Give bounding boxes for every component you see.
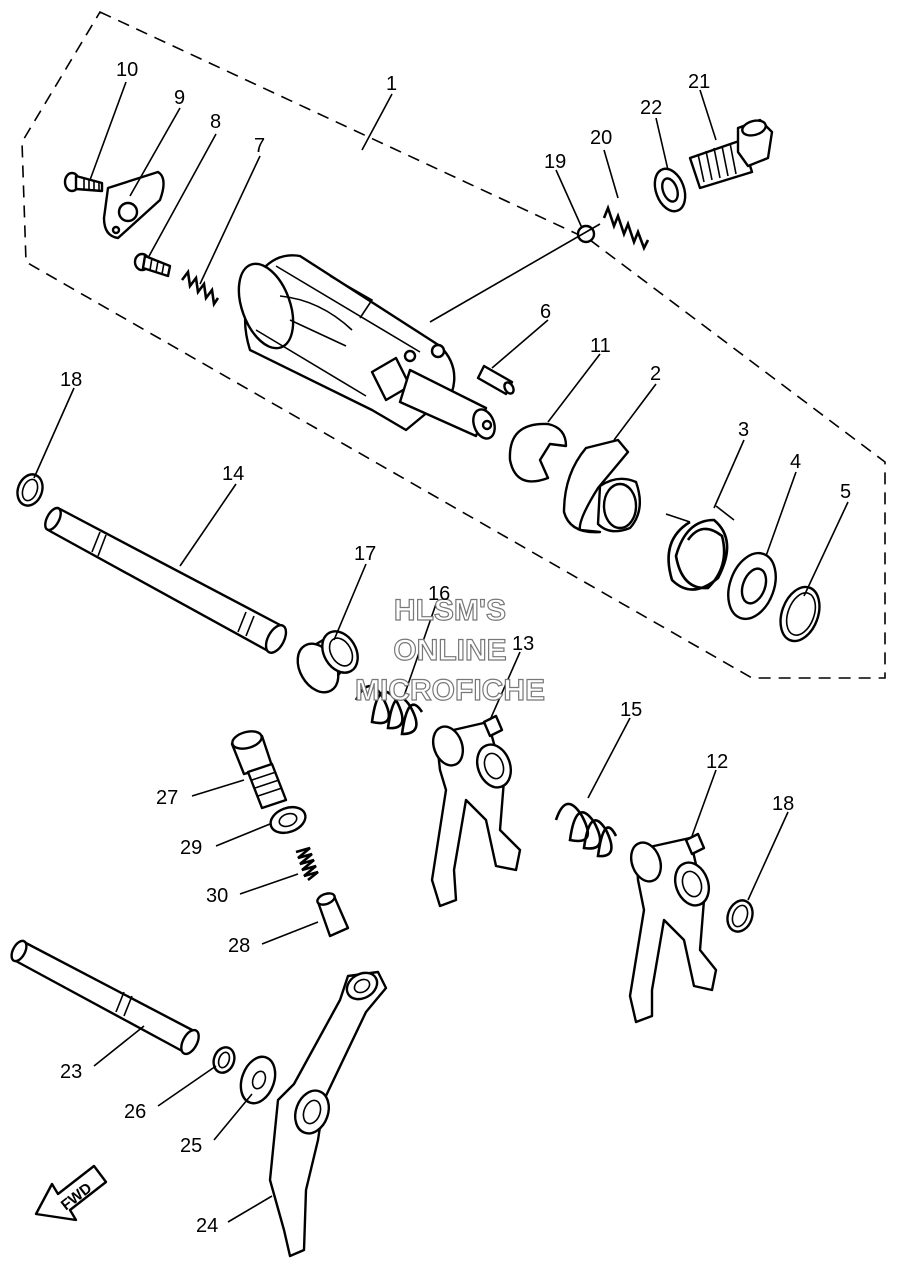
label-part-25: 25: [180, 1135, 202, 1157]
part-13-shift-fork: [430, 714, 522, 908]
part-1-shift-drum: [237, 254, 496, 440]
watermark-line-3: MICROFICHE: [355, 674, 545, 707]
part-15-spring: [554, 802, 618, 858]
label-part-2: 2: [650, 363, 661, 385]
part-6-pin: [476, 364, 515, 396]
part-24-shift-fork: [268, 970, 388, 1258]
label-part-13: 13: [512, 633, 534, 655]
part-22-washer: [653, 167, 687, 213]
label-part-22: 22: [640, 97, 662, 119]
label-part-18-right: 18: [772, 793, 794, 815]
label-part-18-left: 18: [60, 369, 82, 391]
label-part-17: 17: [354, 543, 376, 565]
label-part-29: 29: [180, 837, 202, 859]
label-part-16: 16: [428, 583, 450, 605]
watermark: HLSM'S ONLINE MICROFICHE: [354, 593, 545, 707]
part-11-washer: [508, 422, 568, 483]
label-part-7: 7: [254, 135, 265, 157]
watermark-line-2: ONLINE: [393, 634, 506, 667]
label-part-30: 30: [206, 885, 228, 907]
part-2-segment: [562, 438, 642, 534]
label-part-14: 14: [222, 463, 244, 485]
label-part-21: 21: [688, 71, 710, 93]
part-20-spring: [602, 204, 650, 252]
part-8-pin: [133, 252, 172, 278]
label-part-20: 20: [590, 127, 612, 149]
label-part-11: 11: [590, 335, 611, 357]
part-3-spring: [665, 505, 735, 591]
part-4-washer: [727, 551, 777, 621]
part-27-bolt: [230, 730, 288, 810]
label-part-24: 24: [196, 1215, 218, 1237]
label-part-6: 6: [540, 301, 551, 323]
part-26-circlip: [212, 1046, 236, 1074]
part-12-shift-fork: [628, 832, 718, 1024]
part-23-shaft: [10, 939, 200, 1056]
part-25-washer: [239, 1055, 277, 1105]
label-part-26: 26: [124, 1101, 146, 1123]
part-9-plate: [102, 170, 165, 240]
label-part-27: 27: [156, 787, 178, 809]
part-18-circlip-right: [726, 899, 754, 933]
part-16-spring: [354, 684, 424, 736]
label-part-10: 10: [116, 59, 138, 81]
label-part-28: 28: [228, 935, 250, 957]
part-21-bolt: [688, 118, 774, 190]
part-28-pin: [316, 892, 350, 938]
assembly-outline: [21, 10, 886, 679]
label-part-1: 1: [386, 73, 397, 95]
part-29-washer: [269, 805, 307, 835]
watermark-line-1: HLSM'S: [394, 594, 506, 627]
fwd-arrow-icon: FWD: [34, 1164, 108, 1222]
part-30-spring: [295, 846, 319, 882]
part-18-circlip-left: [16, 473, 44, 507]
part-10-screw: [63, 171, 104, 193]
leader-lines: [33, 81, 849, 1223]
part-14-shaft: [44, 506, 288, 654]
label-part-9: 9: [174, 87, 185, 109]
label-part-4: 4: [790, 451, 801, 473]
part-17-bushing: [296, 630, 359, 694]
part-5-circlip: [779, 585, 821, 643]
label-part-15: 15: [620, 699, 642, 721]
part-7-spring: [180, 268, 220, 308]
label-part-12: 12: [706, 751, 728, 773]
label-part-23: 23: [60, 1061, 82, 1083]
callout-labels: 10 9 8 7 1 19 20 22 21 6 11 2 3 4 5 18 1…: [60, 59, 851, 1237]
label-part-5: 5: [840, 481, 851, 503]
label-part-8: 8: [210, 111, 221, 133]
label-part-3: 3: [738, 419, 749, 441]
label-part-19: 19: [544, 151, 566, 173]
